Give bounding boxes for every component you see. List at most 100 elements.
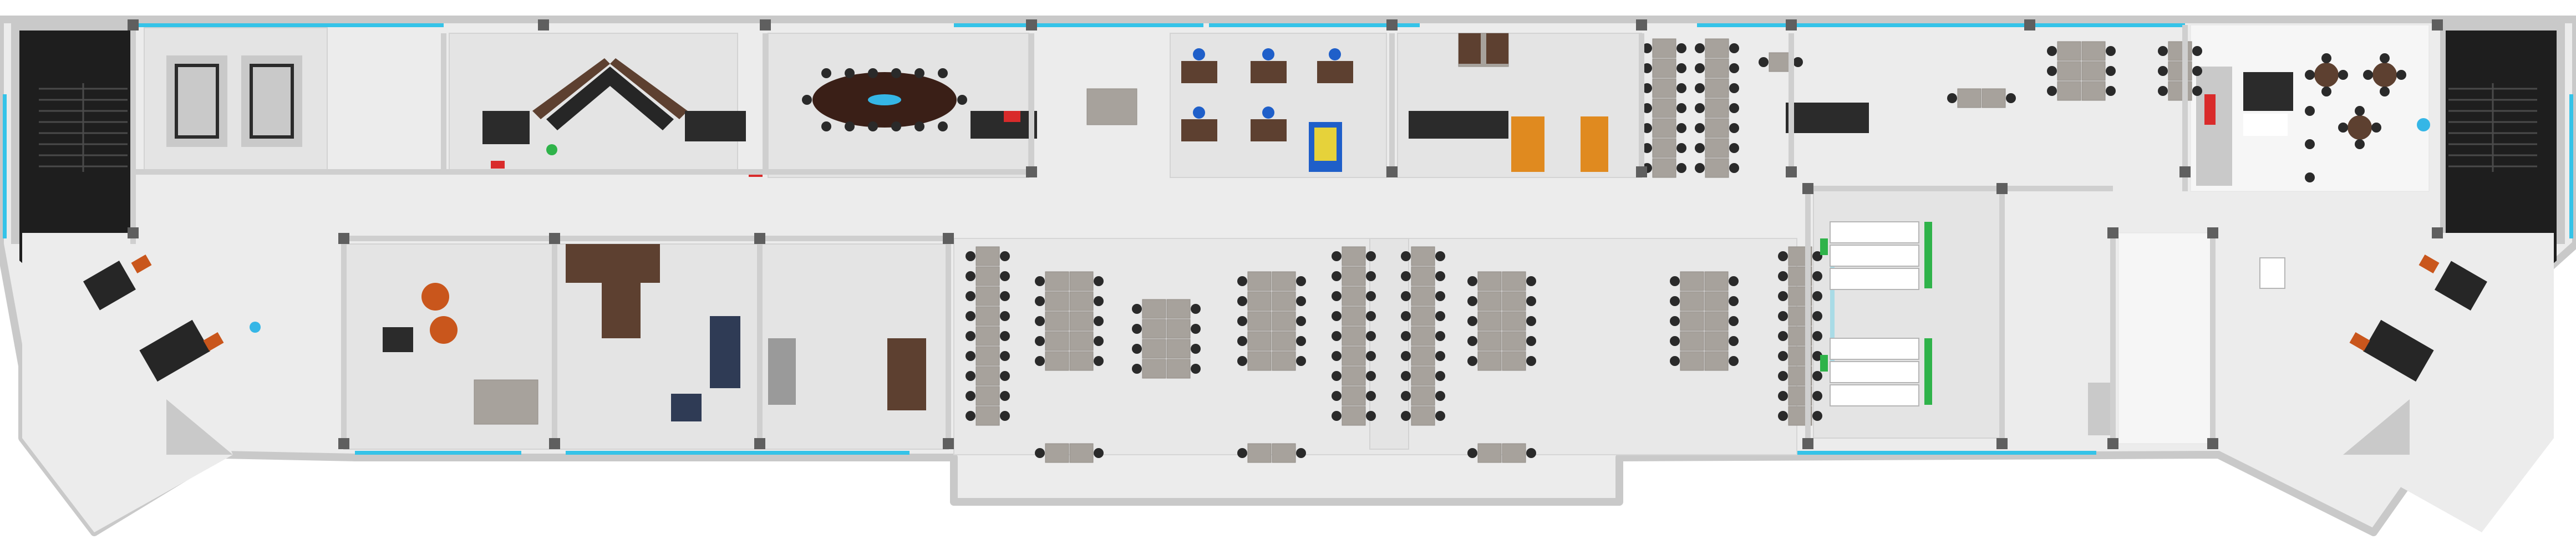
chair-icon bbox=[1729, 103, 1739, 113]
workstation-icon bbox=[1411, 386, 1435, 406]
chair-icon bbox=[1812, 251, 1822, 261]
chair-icon bbox=[1676, 143, 1686, 153]
chair-icon bbox=[1467, 448, 1477, 458]
workstation-icon bbox=[1705, 38, 1729, 58]
wood-panel bbox=[610, 58, 688, 119]
chair-icon bbox=[1695, 43, 1705, 53]
chair-icon bbox=[1812, 411, 1822, 421]
chair-icon bbox=[1435, 331, 1445, 341]
workstation-icon bbox=[1652, 78, 1676, 98]
chair-icon bbox=[1812, 351, 1822, 361]
chair-icon bbox=[1401, 311, 1411, 321]
workstation-icon bbox=[1705, 158, 1729, 178]
sofa-icon bbox=[546, 67, 674, 130]
chair-icon bbox=[1526, 296, 1536, 306]
chair-icon bbox=[1778, 251, 1788, 261]
workstation-icon bbox=[1342, 386, 1366, 406]
chair-icon bbox=[1296, 448, 1306, 458]
workstation-icon bbox=[1342, 266, 1366, 286]
workstation-icon bbox=[1342, 246, 1366, 266]
chair-icon bbox=[821, 68, 831, 78]
desk-icon bbox=[1251, 61, 1287, 83]
chair-icon bbox=[1812, 291, 1822, 301]
column bbox=[1802, 438, 1813, 449]
workstation-icon bbox=[1045, 351, 1069, 371]
column bbox=[943, 438, 954, 449]
chair-icon bbox=[1729, 83, 1739, 93]
workstation-icon bbox=[1652, 58, 1676, 78]
chair-icon bbox=[1366, 391, 1376, 401]
workstation-icon bbox=[1342, 366, 1366, 386]
workstation-icon bbox=[1502, 311, 1526, 331]
lobby bbox=[144, 27, 328, 172]
chair-icon bbox=[868, 68, 878, 78]
column bbox=[1386, 166, 1398, 177]
chair-icon bbox=[1676, 83, 1686, 93]
workstation-icon bbox=[1704, 331, 1729, 351]
workstation-icon bbox=[1652, 118, 1676, 138]
chair-icon bbox=[1000, 371, 1010, 381]
side-table bbox=[1004, 111, 1020, 122]
glass-partition bbox=[1830, 250, 1835, 372]
workstation-icon bbox=[2057, 81, 2081, 101]
chair-icon bbox=[1237, 316, 1247, 326]
chair-icon bbox=[1366, 331, 1376, 341]
workstation-icon bbox=[1830, 384, 1919, 406]
chair-icon bbox=[1435, 271, 1445, 281]
workstation-icon bbox=[1069, 331, 1094, 351]
workstation-icon bbox=[1477, 443, 1502, 463]
column bbox=[1802, 183, 1813, 194]
workstation-icon bbox=[1652, 98, 1676, 118]
desk-icon bbox=[1486, 33, 1508, 64]
conference-room bbox=[768, 33, 1037, 178]
chair-icon bbox=[845, 68, 855, 78]
chair-icon bbox=[2363, 70, 2373, 80]
workstation-icon bbox=[1705, 78, 1729, 98]
chair-icon bbox=[1778, 331, 1788, 341]
chair-icon bbox=[966, 371, 975, 381]
sofa-icon bbox=[83, 261, 136, 311]
sofa-icon bbox=[710, 316, 740, 388]
workstation-icon bbox=[1247, 271, 1272, 291]
chair-icon bbox=[1296, 336, 1306, 346]
column bbox=[754, 233, 765, 244]
chair-icon bbox=[1035, 296, 1045, 306]
workstation-icon bbox=[1704, 351, 1729, 371]
chair-icon bbox=[868, 121, 878, 131]
chair-icon bbox=[1401, 371, 1411, 381]
chair-icon bbox=[1332, 291, 1342, 301]
chair-icon bbox=[1670, 336, 1680, 346]
sofa-icon bbox=[2362, 319, 2434, 382]
chair-icon bbox=[1132, 304, 1142, 314]
stairwell-east bbox=[2440, 19, 2565, 311]
chair-icon bbox=[1778, 351, 1788, 361]
chair-icon bbox=[430, 316, 458, 344]
chair-icon bbox=[2106, 46, 2116, 56]
chair-icon bbox=[1676, 63, 1686, 73]
chair-icon bbox=[1191, 324, 1201, 334]
chair-icon bbox=[2158, 46, 2168, 56]
chair-icon bbox=[1467, 276, 1477, 286]
chair-icon bbox=[1035, 276, 1045, 286]
column bbox=[760, 19, 771, 30]
workstation-icon bbox=[1247, 351, 1272, 371]
chair-icon bbox=[1191, 344, 1201, 354]
workstation-icon bbox=[1166, 299, 1191, 319]
sofa-icon bbox=[768, 338, 796, 405]
workstation-icon bbox=[1411, 346, 1435, 366]
workstation-icon bbox=[1680, 311, 1704, 331]
desk-icon bbox=[1181, 61, 1217, 83]
chair-icon bbox=[1778, 271, 1788, 281]
chair-icon bbox=[1729, 123, 1739, 133]
workstation-icon bbox=[975, 326, 1000, 346]
chair-icon bbox=[1812, 391, 1822, 401]
workstation-icon bbox=[1502, 291, 1526, 311]
toilet-icon bbox=[2259, 257, 2285, 289]
chair-icon bbox=[1642, 43, 1652, 53]
chair-icon bbox=[1778, 391, 1788, 401]
column bbox=[2107, 227, 2118, 238]
kitchen-counter-icon bbox=[2196, 67, 2232, 186]
chair-icon bbox=[845, 121, 855, 131]
chair-icon bbox=[2371, 123, 2381, 133]
